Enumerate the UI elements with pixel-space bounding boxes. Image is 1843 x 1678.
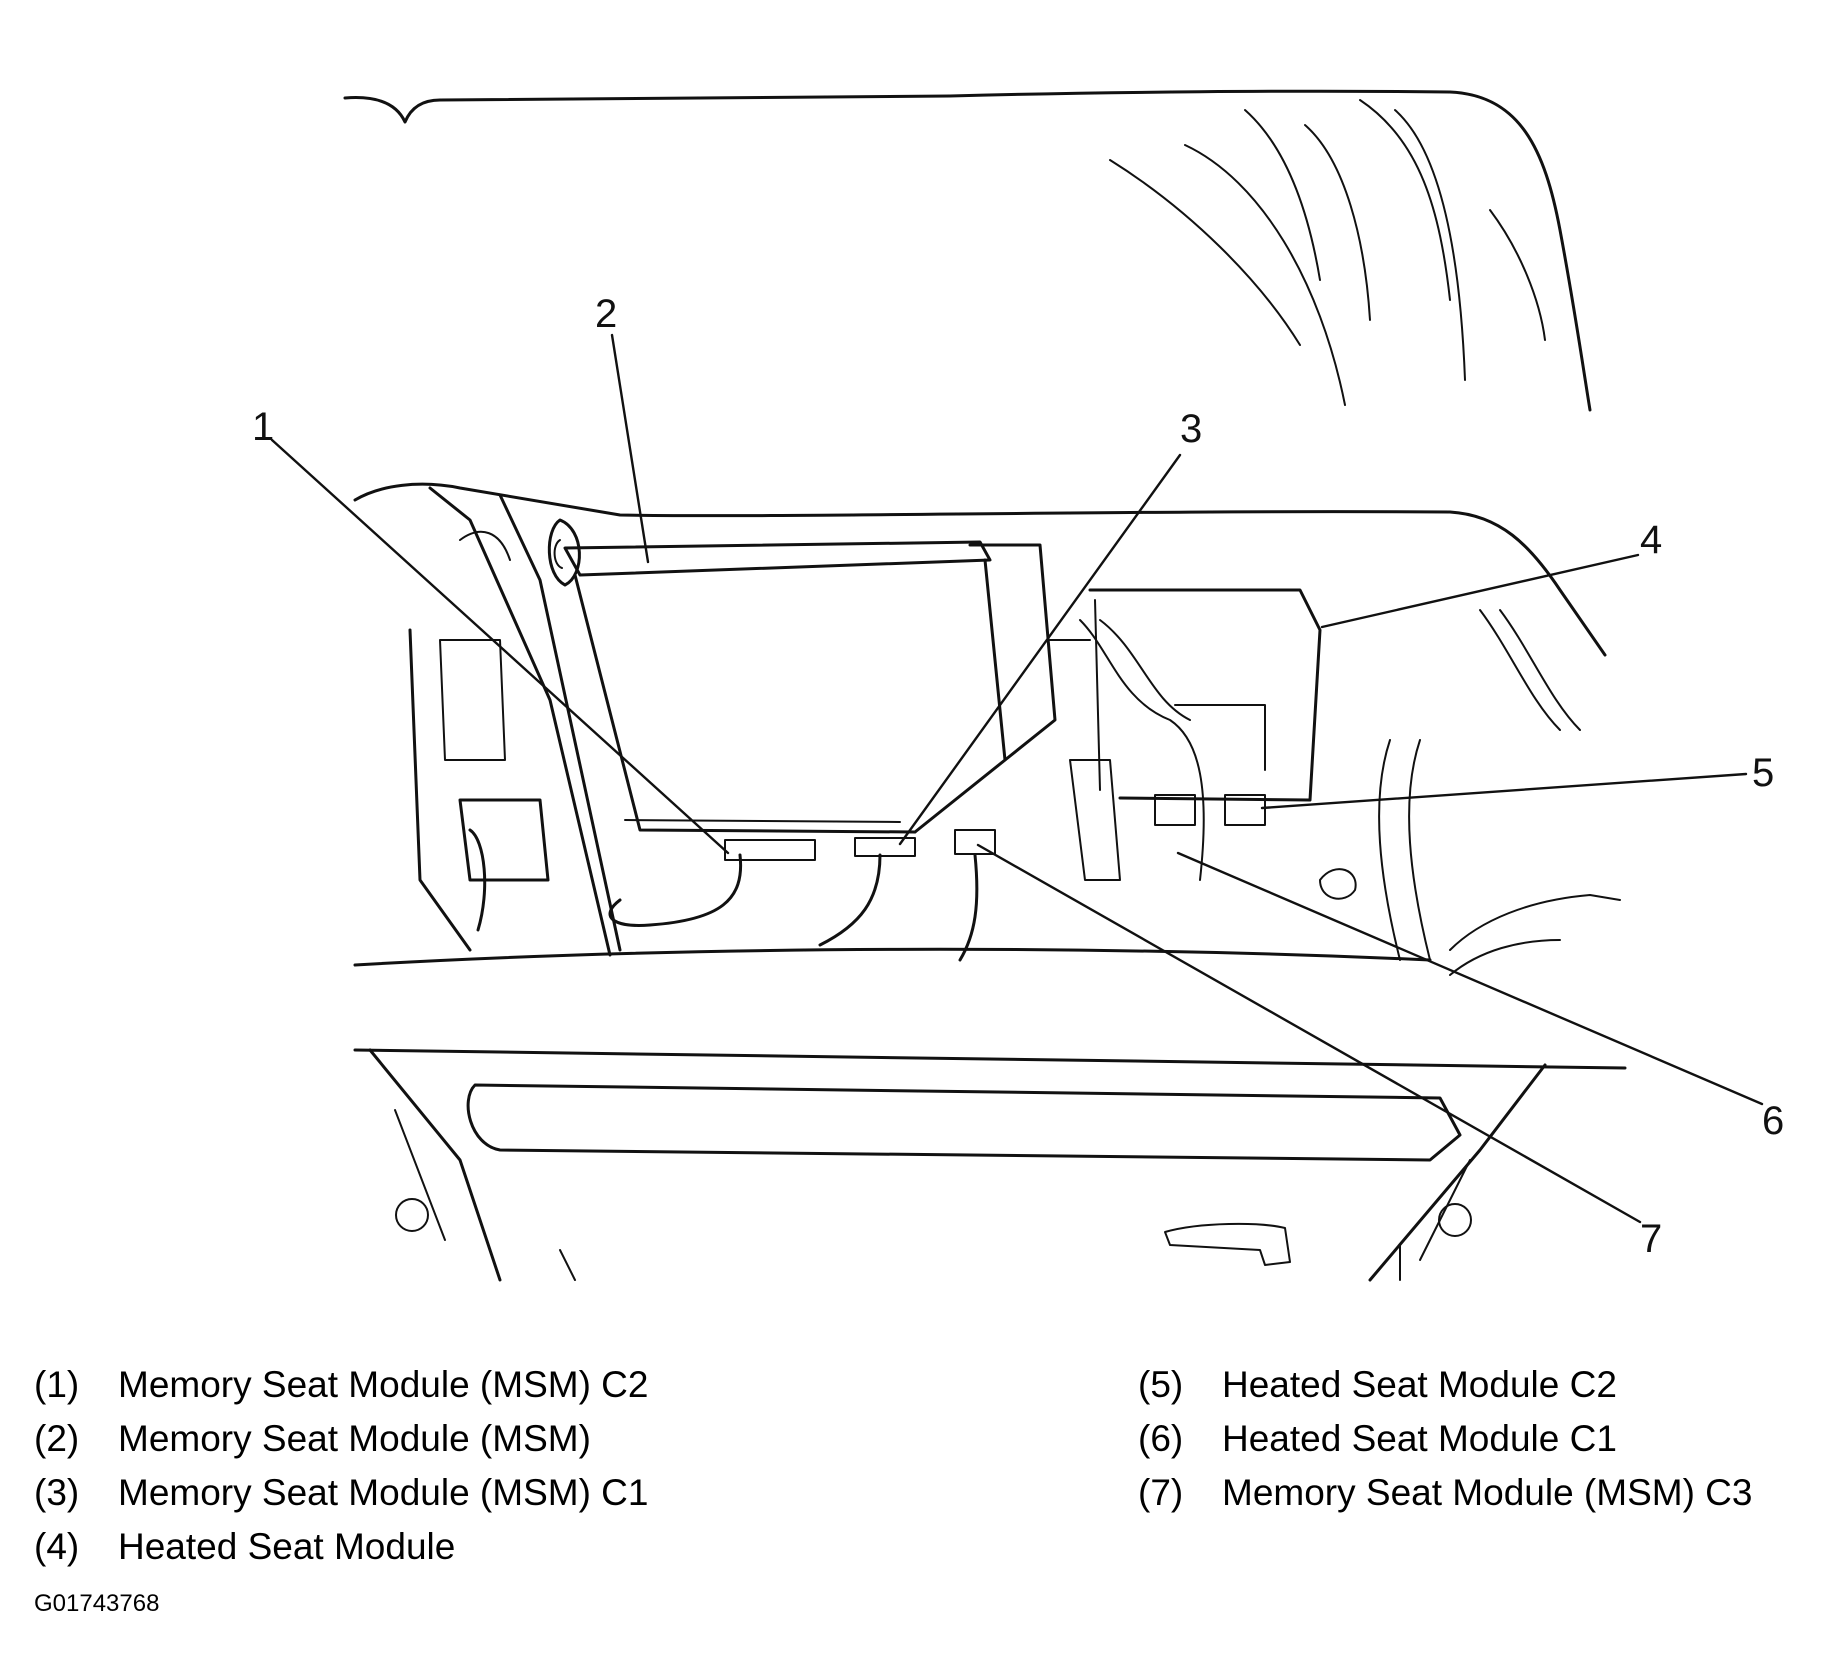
heated-seat-module	[1049, 588, 1322, 826]
legend-label: Memory Seat Module (MSM) C1	[118, 1472, 649, 1513]
callout-3: 3	[1180, 407, 1202, 451]
seat-frame	[353, 482, 1607, 957]
memory-seat-module	[563, 540, 1057, 861]
callout-5: 5	[1752, 751, 1774, 795]
leader-line-5	[1260, 772, 1748, 810]
callout-numbers: 1 2 3 4 5 6 7	[252, 292, 1784, 1261]
callout-2: 2	[595, 292, 617, 336]
legend-label: Memory Seat Module (MSM) C2	[118, 1364, 649, 1405]
legend-item-7: (7)Memory Seat Module (MSM) C3	[1138, 1472, 1753, 1513]
legend-label: Memory Seat Module (MSM) C3	[1222, 1472, 1753, 1513]
figure-id: G01743768	[34, 1590, 160, 1617]
legend-item-3: (3)Memory Seat Module (MSM) C1	[34, 1472, 649, 1513]
leader-line-4	[1320, 553, 1640, 629]
callout-7: 7	[1640, 1217, 1662, 1261]
legend-label: Heated Seat Module C2	[1222, 1364, 1617, 1405]
callout-6: 6	[1762, 1099, 1784, 1143]
leader-line-7	[976, 843, 1642, 1224]
leader-line-2	[610, 333, 650, 564]
seat-module-location-diagram: 1 2 3 4 5 6 7	[252, 89, 1784, 1282]
leader-lines	[270, 333, 1764, 1224]
callout-1: 1	[252, 405, 274, 449]
legend-item-2: (2)Memory Seat Module (MSM)	[34, 1418, 591, 1459]
legend-item-1: (1)Memory Seat Module (MSM) C2	[34, 1364, 649, 1405]
seat-cushion-outline	[343, 89, 1592, 412]
legend-item-6: (6)Heated Seat Module C1	[1138, 1418, 1617, 1459]
seat-front-trim	[353, 947, 1627, 1282]
legend-item-4: (4)Heated Seat Module	[34, 1526, 456, 1567]
legend-left: (1)Memory Seat Module (MSM) C2 (2)Memory…	[34, 1358, 1014, 1574]
leader-line-6	[1176, 851, 1764, 1106]
legend-label: Heated Seat Module C1	[1222, 1418, 1617, 1459]
legend-label: Memory Seat Module (MSM)	[118, 1418, 591, 1459]
leader-line-3	[898, 453, 1182, 846]
callout-4: 4	[1640, 518, 1662, 562]
legend-item-5: (5)Heated Seat Module C2	[1138, 1364, 1617, 1405]
wiring-harnesses	[608, 609, 1621, 976]
legend-label: Heated Seat Module	[118, 1526, 456, 1567]
legend-right: (5)Heated Seat Module C2 (6)Heated Seat …	[1138, 1358, 1838, 1520]
leader-line-1	[270, 438, 730, 855]
